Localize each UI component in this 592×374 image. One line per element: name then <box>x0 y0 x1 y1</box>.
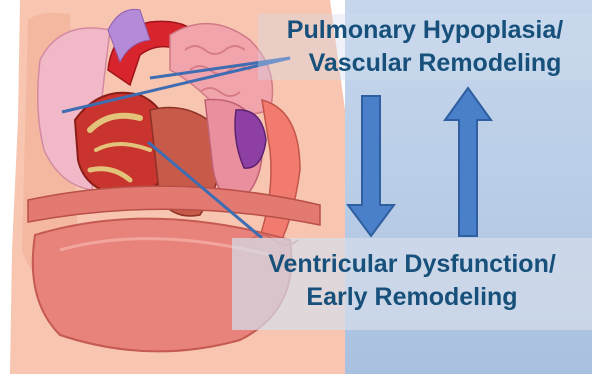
arrow-up-icon <box>445 88 491 236</box>
label-bottom-line1: Ventricular Dysfunction/ <box>232 248 592 281</box>
label-top-line2: Vascular Remodeling <box>278 47 592 80</box>
label-ventricular-dysfunction: Ventricular Dysfunction/ Early Remodelin… <box>232 238 592 330</box>
label-bottom-line2: Early Remodeling <box>232 281 592 314</box>
label-pulmonary-hypoplasia: Pulmonary Hypoplasia/ Vascular Remodelin… <box>258 14 592 80</box>
arrow-down-icon <box>348 96 394 236</box>
label-top-line1: Pulmonary Hypoplasia/ <box>258 14 592 47</box>
